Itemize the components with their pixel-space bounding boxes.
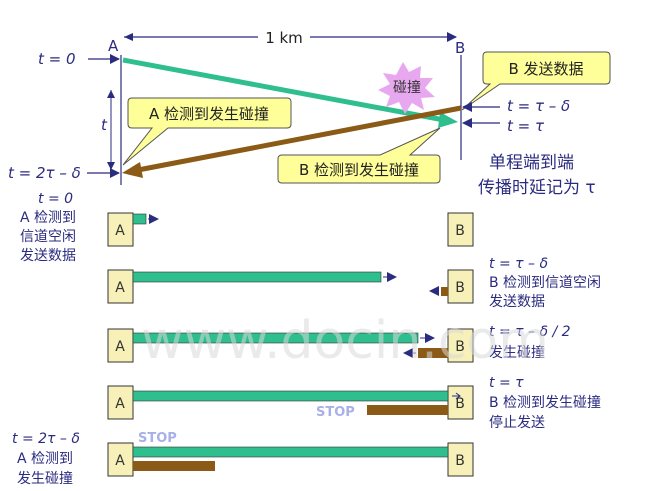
step-4-station-a-label: A bbox=[115, 396, 125, 412]
callout-b-send-text: B 发送数据 bbox=[508, 60, 583, 78]
step-4-signal-b bbox=[367, 405, 448, 415]
step-3-right-line-2: 发生碰撞 bbox=[489, 345, 545, 361]
callout-b-send bbox=[461, 51, 611, 111]
step-4-right-line-2: B 检测到发生碰撞 bbox=[489, 395, 601, 411]
step-2-station-a-label: A bbox=[115, 280, 125, 296]
step-2: A B t = τ – δ B 检测到信道空闲 发送数据 bbox=[107, 256, 601, 310]
callout-a-detect bbox=[122, 97, 292, 166]
t-2tau-label: t = 2τ – δ bbox=[8, 164, 81, 182]
step-2-right-line-2: B 检测到信道空闲 bbox=[489, 275, 601, 291]
step-2-right-line-3: 发送数据 bbox=[489, 294, 545, 310]
step-5-left-line-3: 发生碰撞 bbox=[17, 471, 73, 487]
step-2-station-a-box bbox=[107, 269, 134, 304]
step-3-station-a-label: A bbox=[115, 339, 125, 355]
step-1-left-line-1: t = 0 bbox=[38, 191, 73, 207]
callout-a-detect-text: A 检测到发生碰撞 bbox=[149, 105, 269, 123]
step-1-station-a-box bbox=[107, 212, 134, 247]
watermark: www.docin.com bbox=[141, 311, 549, 371]
collision-burst-icon bbox=[378, 62, 435, 114]
node-b-label: B bbox=[455, 39, 465, 57]
step-5-station-a-box bbox=[107, 442, 134, 477]
step-4-station-a-box bbox=[107, 385, 134, 420]
step-4-station-b-box bbox=[447, 385, 474, 420]
signal-a-arrowhead bbox=[438, 112, 458, 128]
distance-arrowhead-left bbox=[124, 33, 133, 41]
delay-note-line2: 传播时延记为 τ bbox=[478, 178, 596, 198]
step-3-right-line-1: t = τ – δ / 2 bbox=[489, 324, 571, 340]
t-axis-label: t bbox=[101, 116, 108, 134]
step-1-station-b-box bbox=[447, 212, 474, 247]
step-3-station-b-box bbox=[447, 328, 474, 363]
step-4-station-b-label: B bbox=[455, 396, 465, 412]
node-a-label: A bbox=[108, 37, 119, 55]
step-3: A B t = τ – δ / 2 发生碰撞 bbox=[107, 324, 571, 363]
step-2-signal-a bbox=[132, 271, 382, 283]
step-5-station-a-label: A bbox=[115, 453, 125, 469]
step-3-signal-b bbox=[418, 348, 448, 358]
step-4-right-line-1: t = τ bbox=[489, 375, 524, 391]
delay-note-line1: 单程端到端 bbox=[489, 153, 574, 173]
t-axis-arrow-up bbox=[107, 90, 115, 98]
t-axis-arrow-down bbox=[107, 162, 115, 170]
step-1-left-line-4: 发送数据 bbox=[20, 248, 76, 264]
step-2-signal-b bbox=[441, 287, 448, 296]
t0-label: t = 0 bbox=[38, 50, 76, 68]
step-5-station-b-label: B bbox=[455, 453, 465, 469]
step-5-signal-b bbox=[133, 461, 215, 471]
distance-label: 1 km bbox=[265, 29, 303, 47]
step-4-signal-a-arrow bbox=[452, 392, 461, 400]
t-tau-minus-delta-label: t = τ – δ bbox=[507, 97, 570, 115]
step-5-left-line-2: A 检测到 bbox=[17, 451, 73, 467]
step-1-left-line-2: A 检测到 bbox=[20, 210, 76, 226]
signal-b-line bbox=[137, 105, 462, 173]
callout-b-detect bbox=[277, 127, 441, 184]
step-5-stop-label: STOP bbox=[138, 431, 177, 446]
collision-label: 碰撞 bbox=[393, 80, 421, 96]
step-1-left-line-3: 信道空闲 bbox=[20, 229, 76, 245]
step-1: t = 0 A 检测到 信道空闲 发送数据 A B bbox=[20, 191, 474, 264]
callout-b-detect-text: B 检测到发生碰撞 bbox=[299, 161, 419, 179]
step-5-station-b-box bbox=[447, 442, 474, 477]
step-2-right-line-1: t = τ – δ bbox=[489, 256, 548, 272]
step-5-left-line-1: t = 2τ – δ bbox=[12, 431, 80, 447]
step-5: t = 2τ – δ A 检测到 发生碰撞 A B STOP bbox=[12, 431, 474, 487]
timing-diagram: A B 1 km t t = 0 t = 2τ – δ 碰撞 B 发送数据 bbox=[8, 29, 611, 198]
step-diagrams: t = 0 A 检测到 信道空闲 发送数据 A B A B t = τ – δ … bbox=[12, 191, 601, 487]
step-2-station-b-label: B bbox=[455, 280, 465, 296]
step-1-signal-a bbox=[132, 213, 147, 225]
step-3-signal-a bbox=[132, 332, 419, 344]
signal-a-line bbox=[122, 57, 445, 123]
t-tau-label: t = τ bbox=[507, 117, 545, 135]
step-4-signal-a bbox=[132, 390, 449, 402]
step-3-station-a-box bbox=[107, 328, 134, 363]
step-1-station-a-label: A bbox=[115, 223, 125, 239]
step-4-right-line-3: 停止发送 bbox=[489, 414, 545, 431]
step-1-station-b-label: B bbox=[455, 223, 465, 239]
step-4-stop-label: STOP bbox=[316, 405, 355, 420]
step-5-signal-a bbox=[132, 446, 449, 458]
signal-b-arrowhead bbox=[122, 162, 143, 178]
step-3-station-b-label: B bbox=[455, 339, 465, 355]
step-4: A B STOP t = τ B 检测到发生碰撞 停止发送 bbox=[107, 375, 601, 431]
step-2-station-b-box bbox=[447, 269, 474, 304]
